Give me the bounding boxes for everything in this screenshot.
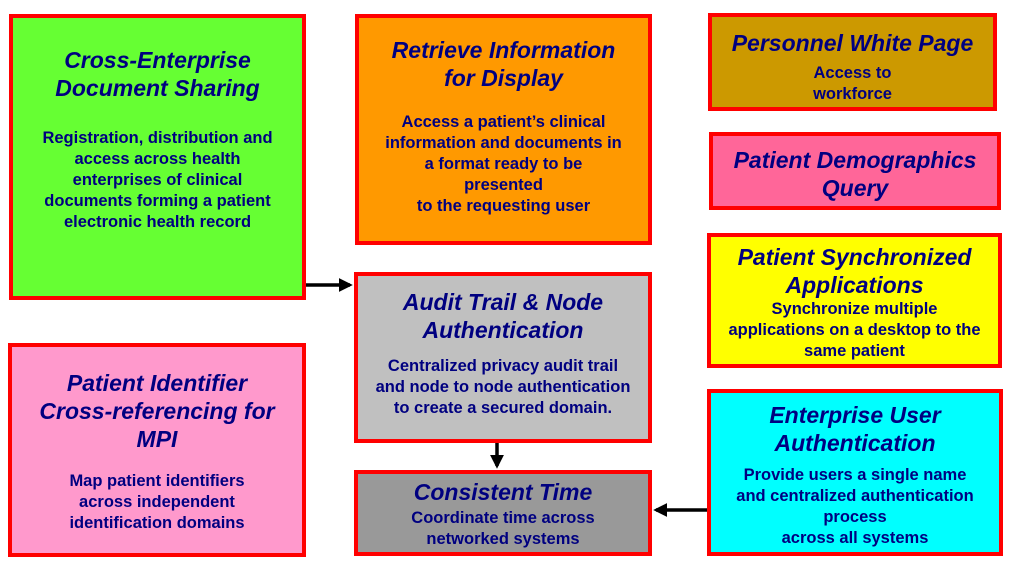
profile-title-pdq: Patient Demographics Query bbox=[733, 147, 977, 201]
profile-title-eua: Enterprise User Authentication bbox=[769, 402, 941, 456]
profile-box-xds: Cross-Enterprise Document Sharing Regist… bbox=[9, 14, 306, 300]
profile-box-pdq: Patient Demographics Query bbox=[709, 132, 1001, 210]
profile-box-psa: Patient Synchronized Applications Synchr… bbox=[707, 233, 1002, 368]
profile-box-rid: Retrieve Information for Display Access … bbox=[355, 14, 652, 245]
profile-desc-ct: Coordinate time across networked systems bbox=[411, 509, 595, 548]
profile-desc-atna: Centralized privacy audit trail and node… bbox=[375, 357, 631, 417]
profile-title-ct: Consistent Time bbox=[413, 479, 593, 505]
profile-title-pix: Patient Identifier Cross-referencing for… bbox=[39, 370, 275, 452]
profile-box-atna: Audit Trail & Node Authentication Centra… bbox=[354, 272, 652, 443]
profile-box-pix: Patient Identifier Cross-referencing for… bbox=[8, 343, 306, 557]
profile-desc-eua: Provide users a single name and centrali… bbox=[736, 466, 974, 547]
profile-title-pwp: Personnel White Page bbox=[731, 30, 974, 56]
profile-title-psa: Patient Synchronized Applications bbox=[737, 244, 972, 298]
profile-box-ct: Consistent Time Coordinate time across n… bbox=[354, 470, 652, 556]
profile-box-pwp: Personnel White Page Access to workforce bbox=[708, 13, 997, 111]
profile-desc-pix: Map patient identifiers across independe… bbox=[69, 472, 245, 532]
profile-title-atna: Audit Trail & Node Authentication bbox=[402, 289, 604, 343]
profile-title-rid: Retrieve Information for Display bbox=[391, 37, 616, 91]
profile-box-eua: Enterprise User Authentication Provide u… bbox=[707, 389, 1003, 556]
profile-desc-pwp: Access to workforce bbox=[813, 64, 892, 103]
profile-title-xds: Cross-Enterprise Document Sharing bbox=[55, 47, 260, 101]
profile-desc-psa: Synchronize multiple applications on a d… bbox=[728, 300, 981, 360]
profile-desc-rid: Access a patient’s clinical information … bbox=[385, 113, 622, 215]
profile-desc-xds: Registration, distribution and access ac… bbox=[42, 129, 273, 231]
